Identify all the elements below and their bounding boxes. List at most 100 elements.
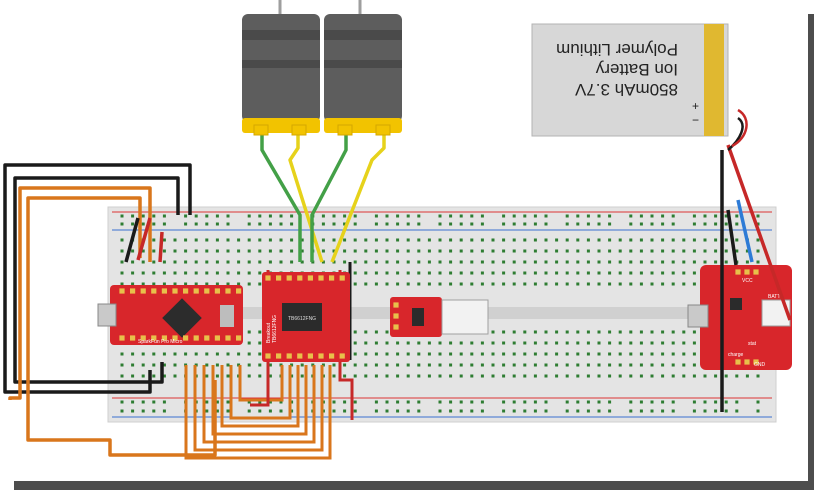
motor-driver-board: TB6612FNG Breakout TB6612FNG xyxy=(262,272,350,362)
battery-label-line1: 850mAh 3.7V xyxy=(574,80,678,99)
breadboard-hole xyxy=(258,330,262,334)
breadboard-hole xyxy=(120,374,124,378)
breadboard-hole xyxy=(692,238,696,242)
rail-hole xyxy=(692,409,696,413)
rail-hole xyxy=(131,409,135,413)
breadboard-hole xyxy=(724,249,728,253)
rail-hole xyxy=(258,214,262,218)
rail-hole xyxy=(268,400,272,404)
wires-left xyxy=(3,163,217,457)
rail-hole xyxy=(597,222,601,226)
breadboard-hole xyxy=(544,363,548,367)
rail-hole xyxy=(597,214,601,218)
breadboard-hole xyxy=(576,238,580,242)
pin xyxy=(265,353,271,359)
breadboard-hole xyxy=(406,260,410,264)
breadboard-hole xyxy=(661,238,665,242)
breadboard-hole xyxy=(639,341,643,345)
breadboard-hole xyxy=(438,238,442,242)
rail-hole xyxy=(321,222,325,226)
breadboard-hole xyxy=(417,374,421,378)
rail-hole xyxy=(290,400,294,404)
pin xyxy=(119,288,125,294)
breadboard-hole xyxy=(544,352,548,356)
breadboard-hole xyxy=(523,330,527,334)
motor-driver-sublabel: Breakout xyxy=(266,322,272,343)
rail-hole xyxy=(141,409,145,413)
wires-motors xyxy=(260,133,386,263)
breadboard-hole xyxy=(756,260,760,264)
breadboard-hole xyxy=(682,271,686,275)
breadboard-hole xyxy=(406,282,410,286)
rail-hole xyxy=(703,222,707,226)
pin xyxy=(172,288,178,294)
wire-orange-inner xyxy=(8,186,152,400)
wire-red-top xyxy=(136,217,152,261)
breadboard-hole xyxy=(650,249,654,253)
breadboard-hole xyxy=(512,238,516,242)
rail-hole xyxy=(459,400,463,404)
breadboard-hole xyxy=(735,374,739,378)
breadboard-hole xyxy=(258,249,262,253)
breadboard-hole xyxy=(714,374,718,378)
rail-hole xyxy=(332,214,336,218)
breadboard-hole xyxy=(268,363,272,367)
rail-hole xyxy=(205,400,209,404)
breadboard-hole xyxy=(682,341,686,345)
breadboard-hole xyxy=(555,249,559,253)
breadboard-hole xyxy=(396,238,400,242)
breadboard-hole xyxy=(555,330,559,334)
breadboard-hole xyxy=(480,238,484,242)
breadboard-hole xyxy=(279,238,283,242)
breadboard-hole xyxy=(343,260,347,264)
breadboard-hole xyxy=(502,249,506,253)
breadboard-hole xyxy=(205,363,209,367)
breadboard-hole xyxy=(237,260,241,264)
rail-hole xyxy=(290,409,294,413)
breadboard-hole xyxy=(459,352,463,356)
breadboard-hole xyxy=(353,238,357,242)
breadboard-hole xyxy=(692,363,696,367)
breadboard-hole xyxy=(427,374,431,378)
breadboard-hole xyxy=(226,352,230,356)
breadboard-hole xyxy=(194,352,198,356)
breadboard-hole xyxy=(735,238,739,242)
breadboard-hole xyxy=(417,282,421,286)
breadboard-hole xyxy=(258,363,262,367)
breadboard-hole xyxy=(576,271,580,275)
rail-hole xyxy=(533,222,537,226)
pin xyxy=(214,335,220,341)
rail-hole xyxy=(703,400,707,404)
breadboard-hole xyxy=(502,330,506,334)
wire-black-outer xyxy=(3,163,192,394)
pin xyxy=(286,353,292,359)
rail-hole xyxy=(502,214,506,218)
breadboard-hole xyxy=(682,249,686,253)
breadboard-hole xyxy=(194,271,198,275)
rail-hole xyxy=(438,214,442,218)
breadboard-hole xyxy=(608,282,612,286)
charger-vcc-label: VCC xyxy=(742,278,753,284)
rail-hole xyxy=(396,214,400,218)
breadboard-hole xyxy=(597,260,601,264)
breadboard-hole xyxy=(374,260,378,264)
breadboard-hole xyxy=(618,271,622,275)
breadboard-hole xyxy=(184,249,188,253)
breadboard-hole xyxy=(131,374,135,378)
pin xyxy=(140,335,146,341)
breadboard-hole xyxy=(470,271,474,275)
pin xyxy=(183,288,189,294)
breadboard-hole xyxy=(141,363,145,367)
breadboard-hole xyxy=(353,352,357,356)
breadboard-hole xyxy=(565,374,569,378)
breadboard-hole xyxy=(215,249,219,253)
breadboard-hole xyxy=(131,271,135,275)
breadboard-hole xyxy=(671,238,675,242)
breadboard-hole xyxy=(427,352,431,356)
breadboard-hole xyxy=(247,271,251,275)
breadboard-hole xyxy=(226,374,230,378)
breadboard-hole xyxy=(470,363,474,367)
breadboard-hole xyxy=(597,271,601,275)
rail-hole xyxy=(523,409,527,413)
breadboard-hole xyxy=(724,238,728,242)
